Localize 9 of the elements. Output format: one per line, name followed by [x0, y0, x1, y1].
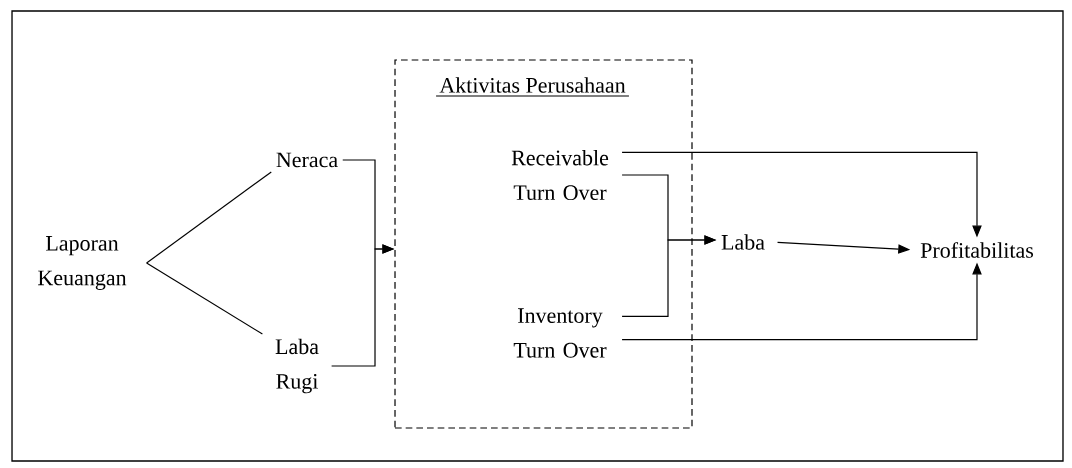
- node-text: Neraca: [276, 152, 338, 168]
- node-text: Laba: [721, 234, 765, 250]
- node-text: Receivable Turn Over: [511, 149, 609, 201]
- node-text: Laporan Keuangan: [38, 236, 127, 290]
- node-text: Profitabilitas: [920, 242, 1034, 258]
- node-text: Laba Rugi: [275, 338, 319, 394]
- node-text: Inventory Turn Over: [513, 308, 607, 358]
- connector-line: [146, 171, 272, 264]
- connector-line: [146, 262, 263, 335]
